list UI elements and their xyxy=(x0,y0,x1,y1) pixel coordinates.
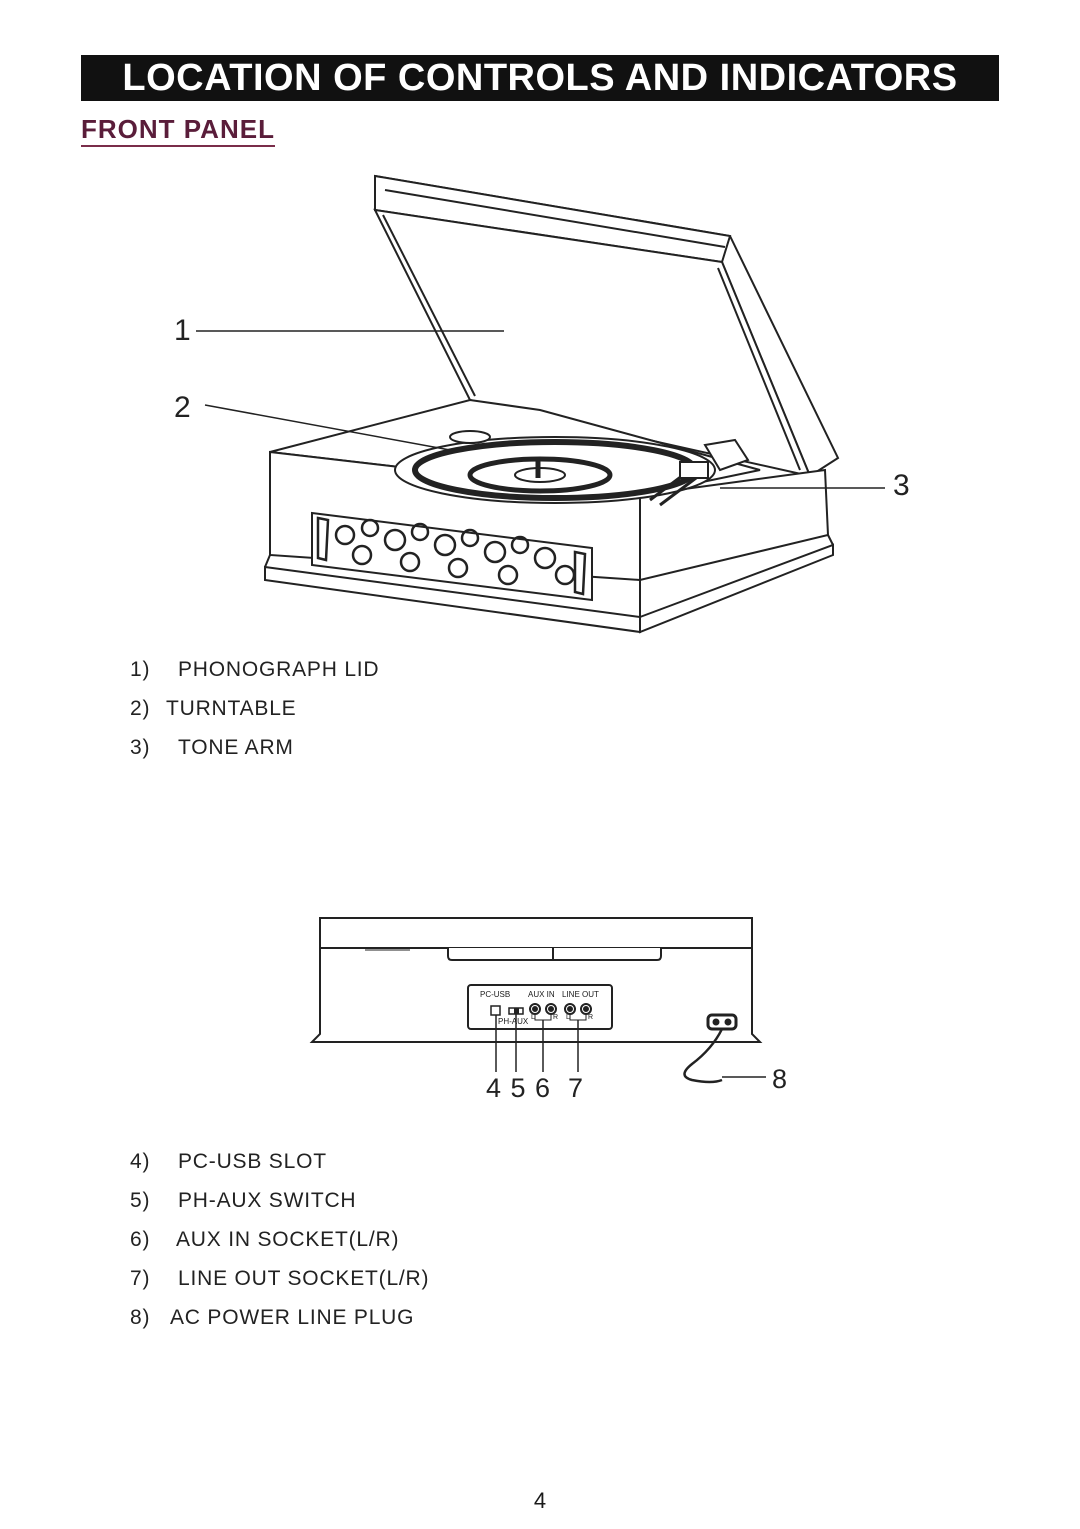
callout-2: 2 xyxy=(174,391,191,424)
list-item: 8) AC POWER LINE PLUG xyxy=(130,1306,414,1330)
item-number: 7) xyxy=(130,1267,151,1290)
item-label: LINE OUT SOCKET(L/R) xyxy=(178,1267,430,1290)
panel-label-out-l: L xyxy=(566,1014,570,1021)
item-number: 8) xyxy=(130,1306,151,1329)
item-label: TURNTABLE xyxy=(166,697,297,720)
list-item: 3) TONE ARM xyxy=(130,736,294,760)
item-number: 1) xyxy=(130,658,151,681)
callout-3: 3 xyxy=(893,469,910,502)
callout-4-5-6-7: 4 5 6 7 xyxy=(486,1073,585,1103)
item-label: TONE ARM xyxy=(178,736,294,759)
page-title: LOCATION OF CONTROLS AND INDICATORS xyxy=(81,55,999,101)
item-label: AUX IN SOCKET(L/R) xyxy=(176,1228,400,1251)
panel-label-aux-l: L xyxy=(531,1014,535,1021)
item-number: 3) xyxy=(130,736,151,759)
list-item: 6) AUX IN SOCKET(L/R) xyxy=(130,1228,399,1252)
item-label: AC POWER LINE PLUG xyxy=(170,1306,415,1329)
panel-label-ph-aux: PH-AUX xyxy=(498,1017,529,1026)
list-item: 4) PC-USB SLOT xyxy=(130,1150,327,1174)
item-number: 6) xyxy=(130,1228,151,1251)
list-item: 7) LINE OUT SOCKET(L/R) xyxy=(130,1267,429,1291)
item-label: PC-USB SLOT xyxy=(178,1150,327,1173)
list-item: 5) PH-AUX SWITCH xyxy=(130,1189,356,1213)
panel-label-line-out: LINE OUT xyxy=(562,990,599,999)
turntable-platter-drawing xyxy=(394,430,716,504)
item-number: 2) xyxy=(130,697,151,720)
item-number: 4) xyxy=(130,1150,151,1173)
item-label: PH-AUX SWITCH xyxy=(178,1189,357,1212)
panel-label-aux-in: AUX IN xyxy=(528,990,555,999)
panel-label-out-r: R xyxy=(588,1014,594,1021)
callout-8: 8 xyxy=(772,1064,788,1094)
list-item: 2) TURNTABLE xyxy=(130,697,297,721)
callout-1: 1 xyxy=(174,314,191,347)
section-title: FRONT PANEL xyxy=(81,113,275,147)
item-label: PHONOGRAPH LID xyxy=(178,658,380,681)
list-item: 1) PHONOGRAPH LID xyxy=(130,658,379,682)
tone-arm-drawing xyxy=(649,438,750,507)
page-number: 4 xyxy=(533,1488,547,1513)
item-number: 5) xyxy=(130,1189,151,1212)
panel-label-pc-usb: PC-USB xyxy=(480,990,511,999)
panel-label-aux-r: R xyxy=(553,1014,559,1021)
